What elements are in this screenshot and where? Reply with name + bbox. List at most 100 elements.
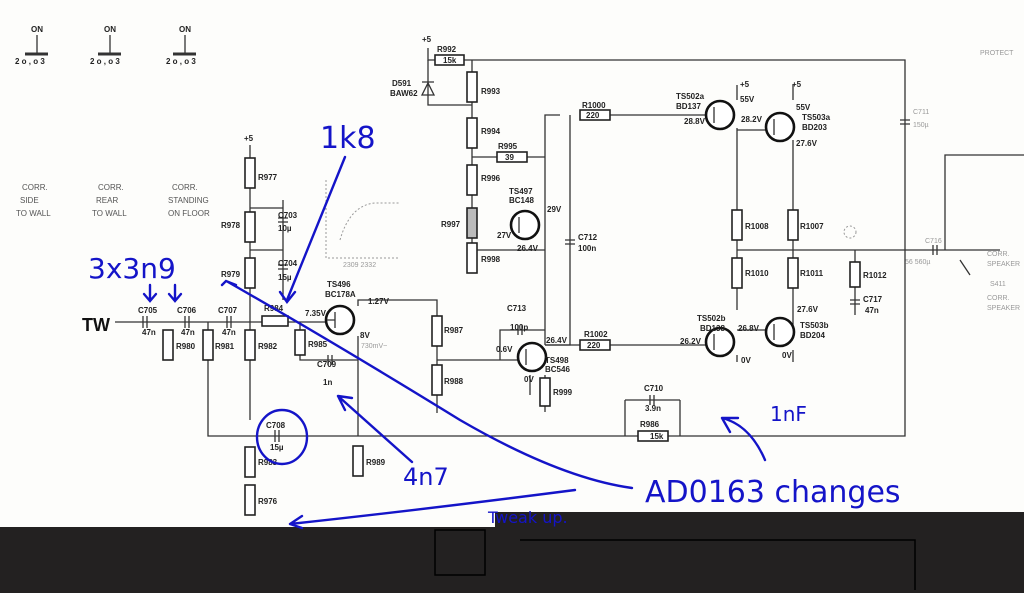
label: R1011 (800, 269, 824, 278)
label: 10µ (278, 224, 292, 233)
resistor-r985 (294, 329, 306, 356)
transistor-ts498 (516, 341, 548, 373)
label: ON FLOOR (168, 209, 210, 218)
label: BC546 (545, 365, 570, 374)
label: R987 (444, 326, 464, 335)
label: +5 (244, 134, 254, 143)
label: C710 (644, 384, 664, 393)
label: 1n (323, 378, 332, 387)
label: R992 (437, 45, 457, 54)
resistor-r1010 (731, 257, 743, 289)
resistor-r987 (431, 315, 443, 347)
label: 0V (782, 351, 792, 360)
label: C709 (317, 360, 337, 369)
switch-pins: 2 o , o 3 (90, 57, 120, 66)
transistors (324, 99, 796, 373)
schematic-mark (437, 114, 580, 361)
label: 47n (865, 306, 879, 315)
resistor-r1012 (849, 261, 861, 288)
diode-d591 (420, 81, 436, 96)
label: C705 (138, 306, 158, 315)
resistor-r996 (466, 164, 478, 196)
schematic-mark (624, 399, 681, 436)
resistor-r977 (244, 157, 256, 189)
note-tweak-up: Tweak up. (487, 508, 568, 527)
note-1k8: 1k8 (320, 121, 376, 156)
label: R979 (221, 270, 241, 279)
label: R997 (441, 220, 461, 229)
label: C713 (507, 304, 527, 313)
label: 220 (586, 111, 600, 120)
label: 55V (796, 103, 811, 112)
label: R1007 (800, 222, 824, 231)
label: TS502b (697, 314, 726, 323)
schematic-mark (25, 35, 196, 56)
label: C716 (925, 238, 942, 245)
label: 55V (740, 95, 755, 104)
label: R999 (553, 388, 573, 397)
resistor-r979 (244, 257, 256, 289)
resistors (162, 54, 861, 516)
label: 26.4V (517, 244, 539, 253)
label: 56 560µ (905, 259, 930, 266)
label: 26.4V (546, 336, 568, 345)
label: R1010 (745, 269, 769, 278)
label: 2309 2332 (343, 262, 376, 269)
label: BD138 (700, 324, 725, 333)
dark-overlay-band (0, 512, 1024, 593)
label: C707 (218, 306, 238, 315)
label: 150µ (913, 122, 929, 129)
schematic-mark (427, 60, 472, 106)
schematic-mark (327, 107, 775, 365)
switch-pins: 2 o , o 3 (15, 57, 45, 66)
label: R1012 (863, 271, 887, 280)
label: 27.6V (796, 139, 818, 148)
label: +5 (792, 80, 802, 89)
arrow-1nf (720, 416, 767, 462)
label: C706 (177, 306, 197, 315)
note-1nf: 1nF (770, 402, 807, 426)
trimmer-faint (843, 225, 857, 239)
label: TW (82, 315, 110, 335)
label: PROTECT (980, 50, 1014, 57)
switch-state: ON (179, 25, 191, 34)
resistor-r994 (466, 117, 478, 149)
label: CORR. (98, 183, 124, 192)
label: 730mV~ (361, 343, 387, 350)
label: 220 (587, 341, 601, 350)
label: BD204 (800, 331, 825, 340)
schematic-mark (434, 529, 916, 590)
note-3x3n9: 3x3n9 (88, 252, 176, 285)
resistor-r981 (202, 329, 214, 361)
label: R989 (366, 458, 386, 467)
label: R982 (258, 342, 278, 351)
label: R986 (640, 420, 660, 429)
label: 27V (497, 231, 512, 240)
label: 100n (578, 244, 596, 253)
label: 29V (547, 205, 562, 214)
label: TS503a (802, 113, 831, 122)
label: 8V (360, 331, 370, 340)
label: TO WALL (16, 209, 51, 218)
label: R995 (498, 142, 518, 151)
label: C717 (863, 295, 883, 304)
label: 28.2V (741, 115, 763, 124)
label: TS503b (800, 321, 829, 330)
transistor-ts497 (509, 209, 541, 241)
label: R981 (215, 342, 235, 351)
faint-response-graph: 2309 2332 (325, 180, 400, 269)
label: R980 (176, 342, 196, 351)
label: 1.27V (368, 297, 390, 306)
schematic-mark (905, 154, 1024, 276)
label: D591 (392, 79, 412, 88)
label: R976 (258, 497, 278, 506)
schematic-mark (495, 512, 1024, 532)
transistor-ts502a (704, 99, 736, 131)
label: 26.8V (738, 324, 760, 333)
handwritten-annotations: 1k8 3x3n9 4n7 1nF AD0163 changes Tweak u… (88, 121, 901, 530)
label: 47n (181, 328, 195, 337)
label: 7.35V (305, 309, 327, 318)
note-4n7: 4n7 (403, 463, 449, 491)
resistor-r999 (539, 377, 551, 407)
